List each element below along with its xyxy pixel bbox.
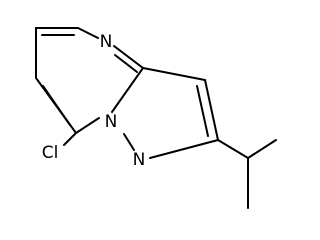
bond-c2-ch xyxy=(217,139,249,159)
atom-label-n-pyrazole: N xyxy=(133,150,146,170)
bond-c3a-n7a xyxy=(111,67,144,113)
atom-label-cl: Cl xyxy=(42,143,59,163)
molecule-structure: N N N Cl xyxy=(35,27,277,209)
bond-ch-ch3-up xyxy=(247,139,277,159)
bond-n7a-c7 xyxy=(75,117,100,134)
atom-label-n-bridge: N xyxy=(105,112,118,132)
bond-n4-c3a xyxy=(113,45,144,69)
atom-label-n-top: N xyxy=(100,32,113,52)
bond-c3-c2-double xyxy=(196,85,209,137)
bond-n4-c3a-double xyxy=(114,54,138,73)
bond-c3a-c3 xyxy=(142,67,206,81)
bond-c7-cl xyxy=(63,132,77,146)
bond-c7-c6-double xyxy=(42,85,71,126)
bond-c2-n1 xyxy=(149,139,219,159)
bond-n1-n7a xyxy=(123,133,135,151)
bond-c6-n4 xyxy=(77,27,99,39)
bond-c3-c2 xyxy=(204,79,219,141)
